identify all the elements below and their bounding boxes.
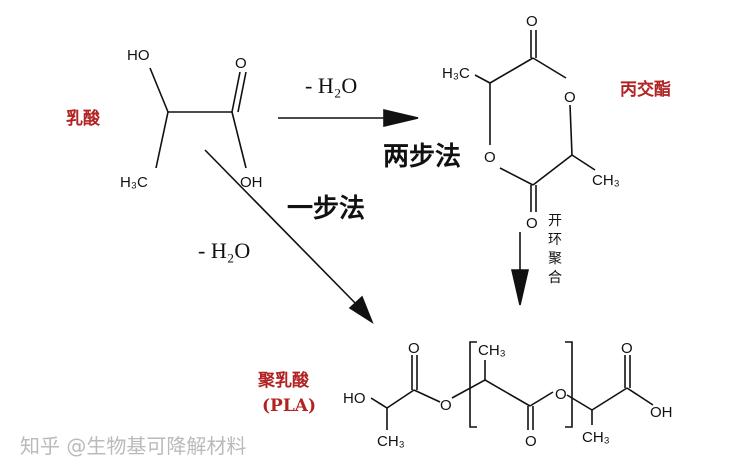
label-pla-abbr: (PLA) — [262, 396, 317, 416]
lactic-acid-structure — [149, 67, 247, 169]
atom-o: O — [484, 149, 496, 166]
atom-o: O — [525, 433, 537, 450]
label-ring-opening: 开环聚合 — [548, 213, 562, 286]
atom-o: O — [408, 340, 420, 357]
reagent-dehydration-1: - H₂O — [305, 73, 358, 98]
label-lactic-acid: 乳酸 — [66, 109, 100, 129]
atom-oh: OH — [650, 404, 673, 421]
atom-oh: OH — [240, 174, 263, 191]
reagent-dehydration-2: - H₂O — [198, 238, 251, 263]
pla-structure — [370, 341, 654, 430]
watermark: 知乎 @生物基可降解材料 — [20, 434, 247, 458]
atom-o: O — [440, 397, 452, 414]
label-pla: 聚乳酸 — [258, 371, 309, 391]
arrow-one-step — [204, 149, 374, 325]
arrow-lactic-to-lactide — [278, 108, 419, 128]
atom-o: O — [555, 386, 567, 403]
lactide-structure — [474, 30, 596, 212]
atom-ch3: CH₃ — [377, 433, 405, 450]
atom-h3c: H₃C — [120, 174, 148, 191]
atom-ch3: CH₃ — [478, 342, 506, 359]
atom-ch3: CH₃ — [582, 429, 610, 446]
atom-ch3: CH₃ — [592, 172, 620, 189]
atom-o: O — [235, 55, 247, 72]
atom-ho: HO — [343, 390, 366, 407]
atom-o: O — [621, 340, 633, 357]
label-lactide: 丙交酯 — [620, 80, 671, 100]
repeat-bracket-left — [469, 341, 477, 428]
label-one-step: 一步法 — [287, 194, 366, 224]
atom-o: O — [564, 89, 576, 106]
arrow-ring-opening — [510, 232, 530, 306]
atom-ho: HO — [127, 47, 150, 64]
label-two-step: 两步法 — [383, 142, 462, 172]
repeat-bracket-right — [565, 341, 573, 428]
atom-o: O — [526, 13, 538, 30]
atom-o: O — [526, 215, 538, 232]
atom-h3c: H₃C — [442, 65, 470, 82]
